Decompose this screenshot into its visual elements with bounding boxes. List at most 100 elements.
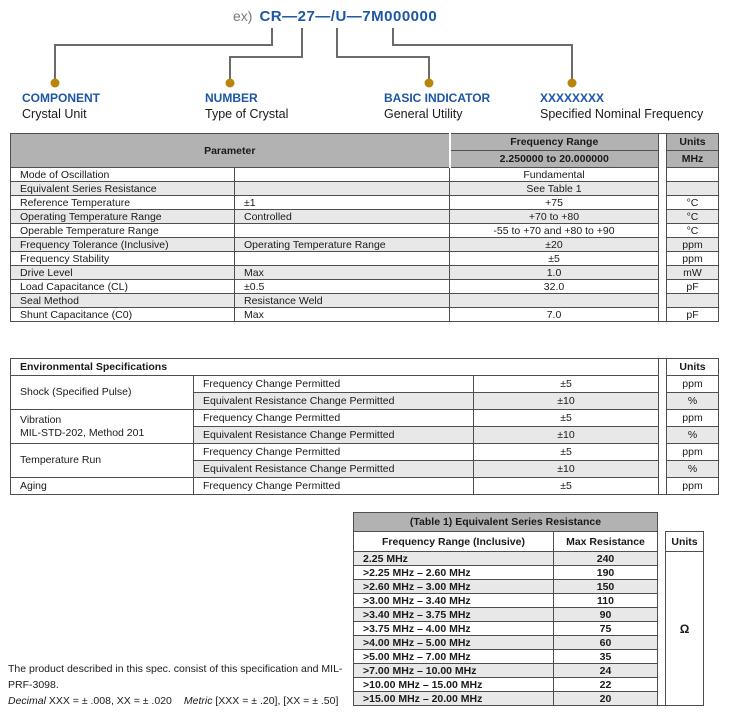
param-unit-cell <box>666 167 719 182</box>
metric-tolerance: [XXX = ± .20], [XX = ± .50] <box>212 695 339 707</box>
param-condition-cell: ±0.5 <box>234 279 450 294</box>
connector-line-basic-indicator <box>336 28 430 79</box>
param-condition-cell: Controlled <box>234 209 450 224</box>
param-name-cell: Reference Temperature <box>10 195 235 210</box>
connector-line-number <box>229 28 303 79</box>
param-name-cell: Mode of Oscillation <box>10 167 235 182</box>
env-value-cell: ±5 <box>473 375 659 393</box>
max-resistance-cell: 90 <box>553 607 658 622</box>
resistance-table: (Table 1) Equivalent Series Resistance F… <box>353 512 704 706</box>
param-value-cell: ±20 <box>449 237 659 252</box>
table-row: Equivalent Resistance Change Permitted±1… <box>11 460 719 478</box>
freq-range-cell: >7.00 MHz – 10.00 MHz <box>353 663 554 678</box>
callout-bullet-basic-indicator <box>424 78 434 88</box>
env-group-name: Temperature Run <box>20 454 102 466</box>
param-unit-cell: pF <box>666 307 719 322</box>
max-resistance-col-header: Max Resistance <box>553 531 658 552</box>
param-unit-cell: °C <box>666 223 719 238</box>
part-number: CR—27—/U—7M000000 <box>259 8 438 25</box>
param-value-cell: +75 <box>449 195 659 210</box>
param-value-cell: Fundamental <box>449 167 659 182</box>
parameter-table: Parameter Frequency Range Units 2.250000… <box>10 133 719 322</box>
param-unit-cell <box>666 181 719 196</box>
env-title: Environmental Specifications <box>10 358 659 376</box>
param-name-cell: Seal Method <box>10 293 235 308</box>
resistance-unit-cell: Ω <box>665 551 704 706</box>
env-unit-cell: % <box>666 460 719 478</box>
footer-note: The product described in this spec. cons… <box>8 661 358 709</box>
callout-component-sublabel: Crystal Unit <box>22 107 87 121</box>
column-gap <box>658 133 667 168</box>
freq-range-cell: >2.25 MHz – 2.60 MHz <box>353 565 554 580</box>
units-value-header: MHz <box>666 150 719 168</box>
env-value-cell: ±5 <box>473 477 659 495</box>
env-group-name: Aging <box>20 479 47 492</box>
freq-range-cell: >15.00 MHz – 20.00 MHz <box>353 691 554 706</box>
callout-frequency-label: XXXXXXXX <box>540 91 605 105</box>
connector-svg <box>50 28 577 88</box>
param-name-cell: Frequency Stability <box>10 251 235 266</box>
callout-basic-indicator-label: BASIC INDICATOR <box>384 91 491 105</box>
freq-range-cell: >2.60 MHz – 3.00 MHz <box>353 579 554 594</box>
env-test-cell: Frequency Change Permitted <box>193 375 474 393</box>
param-unit-cell <box>666 293 719 308</box>
max-resistance-cell: 150 <box>553 579 658 594</box>
param-name-cell: Shunt Capacitance (C0) <box>10 307 235 322</box>
column-gap <box>658 167 667 322</box>
callout-basic-indicator-sublabel: General Utility <box>384 107 463 121</box>
param-condition-cell <box>234 181 450 196</box>
param-condition-cell <box>234 167 450 182</box>
param-condition-cell: Resistance Weld <box>234 293 450 308</box>
callout-bullet-number <box>225 78 235 88</box>
freq-range-cell: >3.00 MHz – 3.40 MHz <box>353 593 554 608</box>
param-condition-cell: Operating Temperature Range <box>234 237 450 252</box>
param-value-cell: 1.0 <box>449 265 659 280</box>
footer-line1: The product described in this spec. cons… <box>8 663 343 691</box>
max-resistance-cell: 24 <box>553 663 658 678</box>
environmental-table: Environmental Specifications Units Shock… <box>10 358 719 495</box>
environmental-table-header: Environmental Specifications Units <box>10 358 719 376</box>
env-group-cell: Aging <box>10 477 194 495</box>
param-condition-cell: Max <box>234 307 450 322</box>
max-resistance-cell: 190 <box>553 565 658 580</box>
column-gap <box>658 375 667 495</box>
units-header: Units <box>666 133 719 151</box>
callout-number-label: NUMBER <box>205 91 258 105</box>
env-group-cell: Temperature Run <box>10 443 194 478</box>
max-resistance-cell: 240 <box>553 551 658 566</box>
callout-component: COMPONENT Crystal Unit <box>22 91 100 122</box>
param-condition-cell: Max <box>234 265 450 280</box>
spacer <box>657 512 666 532</box>
param-value-cell <box>449 293 659 308</box>
param-name-cell: Frequency Tolerance (Inclusive) <box>10 237 235 252</box>
freq-range-cell: 2.25 MHz <box>353 551 554 566</box>
column-gap <box>657 551 666 706</box>
freq-range-cell: >3.40 MHz – 3.75 MHz <box>353 607 554 622</box>
freq-range-cell: >4.00 MHz – 5.00 MHz <box>353 635 554 650</box>
callout-bullet-component <box>50 78 60 88</box>
callout-frequency: XXXXXXXX Specified Nominal Frequency <box>540 91 703 122</box>
env-test-cell: Frequency Change Permitted <box>193 409 474 427</box>
table-row: Temperature Run Frequency Change Permitte… <box>10 443 719 478</box>
resistance-table-header: (Table 1) Equivalent Series Resistance F… <box>353 512 704 552</box>
env-group-cell: Shock (Specified Pulse) <box>10 375 194 410</box>
param-name-cell: Operable Temperature Range <box>10 223 235 238</box>
table-row: Shock (Specified Pulse)Frequency Change … <box>10 375 719 495</box>
column-gap <box>658 358 667 376</box>
env-test-cell: Frequency Change Permitted <box>193 443 474 461</box>
max-resistance-cell: 110 <box>553 593 658 608</box>
env-value-cell: ±5 <box>473 443 659 461</box>
param-condition-cell <box>234 251 450 266</box>
